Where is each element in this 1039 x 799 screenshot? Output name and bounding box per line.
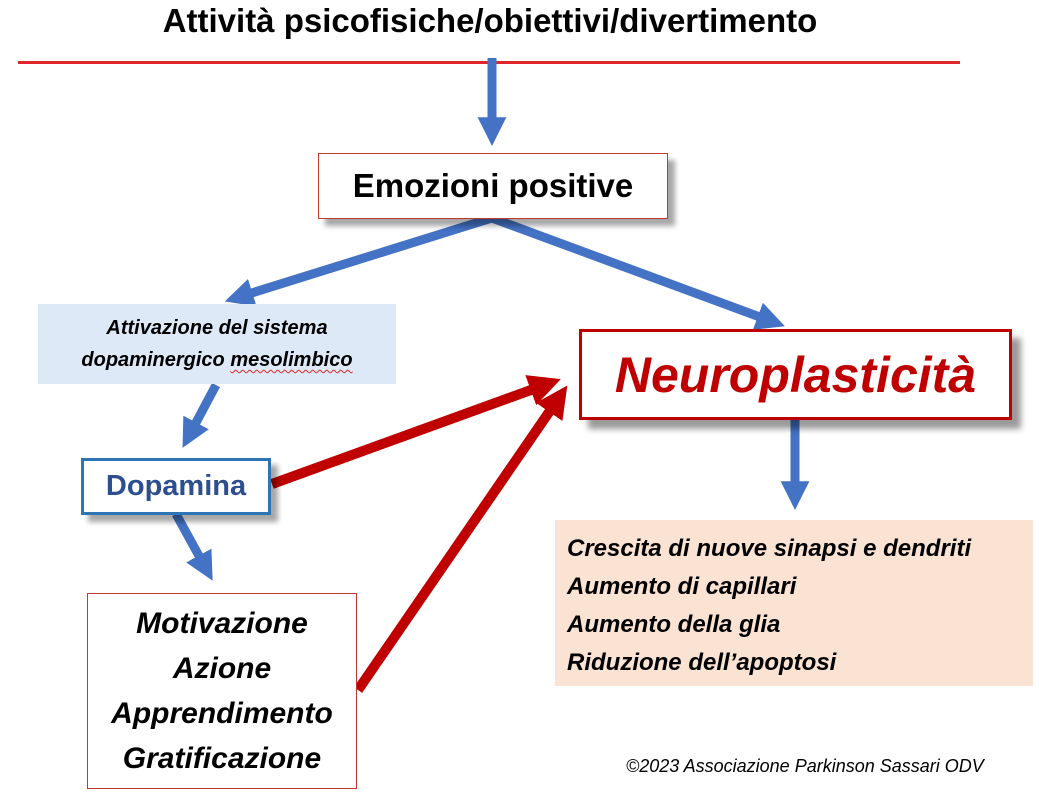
attivazione-line-2-start: dopaminergico: [81, 349, 231, 371]
dopamina-box: Dopamina: [81, 458, 271, 515]
attivazione-line-2: dopaminergico mesolimbico: [81, 344, 352, 376]
arrow-emozioni-to-neuroplasticita: [490, 213, 785, 330]
arrow-dopamina-to-motivazione: [172, 511, 213, 581]
motivazione-item: Gratificazione: [122, 742, 322, 775]
copyright-notice: ©2023 Associazione Parkinson Sassari ODV: [626, 756, 984, 776]
effetti-item: Aumento della glia: [567, 611, 781, 638]
attivazione-line-1: Attivazione del sistema: [106, 317, 328, 339]
neuroplasticita-box: Neuroplasticità: [579, 329, 1012, 420]
arrow-emozioni-to-attivazione: [224, 213, 494, 307]
emozioni-positive-box: Emozioni positive: [318, 153, 668, 219]
arrow-motivazione-to-neuroplasticita: [353, 385, 568, 693]
motivazione-item: Motivazione: [136, 607, 308, 640]
effetti-item: Riduzione dell’apoptosi: [567, 649, 837, 676]
motivazione-box: Motivazione Azione Apprendimento Gratifi…: [87, 593, 357, 789]
arrow-dopamina-to-neuroplasticita: [270, 375, 561, 489]
attivazione-dopaminergica-box: Attivazione del sistema dopaminergico me…: [38, 304, 396, 384]
motivazione-item: Azione: [172, 652, 272, 685]
effetti-neuroplasticita-box: Crescita di nuove sinapsi e dendriti Aum…: [555, 520, 1033, 686]
diagram-title: Attività psicofisiche/obiettivi/divertim…: [162, 2, 818, 39]
arrow-attivazione-to-dopamina: [182, 382, 220, 448]
effetti-item: Crescita di nuove sinapsi e dendriti: [567, 535, 972, 562]
attivazione-line-2-squiggle: mesolimbico: [230, 349, 353, 371]
motivazione-item: Apprendimento: [111, 697, 333, 730]
effetti-item: Aumento di capillari: [567, 573, 797, 600]
